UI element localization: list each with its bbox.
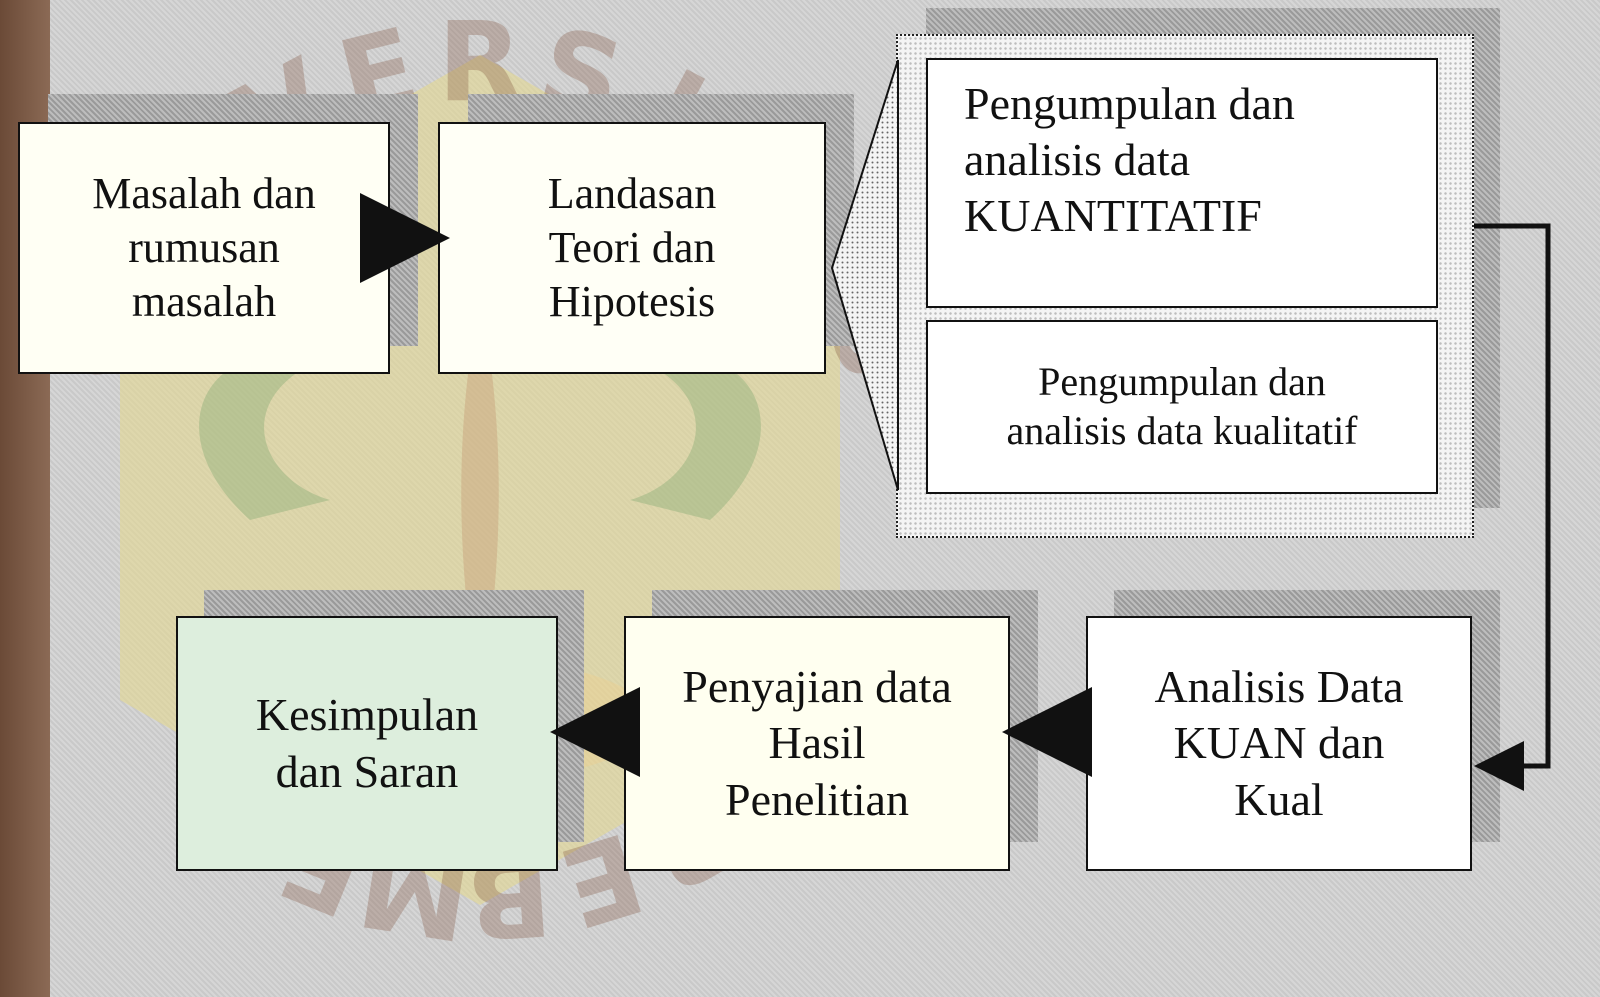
masalah-box: Masalah dan rumusan masalah <box>18 122 390 374</box>
landasan-label: Landasan Teori dan Hipotesis <box>547 169 717 326</box>
kualitatif-label: Pengumpulan dan analisis data kualitatif <box>1006 359 1358 453</box>
kesimpulan-box: Kesimpulan dan Saran <box>176 616 558 871</box>
connector-group-to-analisis <box>1474 223 1551 791</box>
masalah-label: Masalah dan rumusan masalah <box>92 169 316 326</box>
penyajian-box: Penyajian data Hasil Penelitian <box>624 616 1010 871</box>
penyajian-label: Penyajian data Hasil Penelitian <box>682 661 952 825</box>
kuantitatif-label: Pengumpulan dan analisis data KUANTITATI… <box>964 78 1295 242</box>
kuantitatif-box: Pengumpulan dan analisis data KUANTITATI… <box>926 58 1438 308</box>
kesimpulan-label: Kesimpulan dan Saran <box>255 689 479 797</box>
landasan-box: Landasan Teori dan Hipotesis <box>438 122 826 374</box>
kualitatif-box: Pengumpulan dan analisis data kualitatif <box>926 320 1438 494</box>
analisis-label: Analisis Data KUAN dan Kual <box>1154 661 1404 825</box>
bracket-landasan-to-group <box>830 59 899 491</box>
analisis-box: Analisis Data KUAN dan Kual <box>1086 616 1472 871</box>
